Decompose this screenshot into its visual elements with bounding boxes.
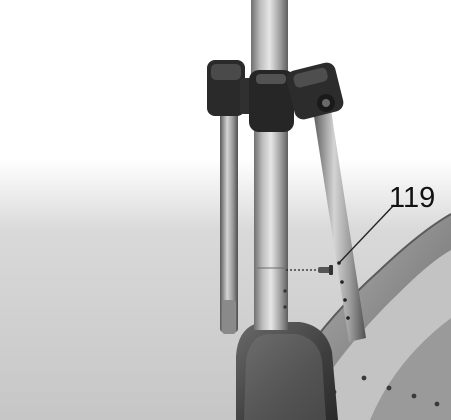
left-handle-rod [220, 100, 238, 334]
callout-leader-line [337, 204, 395, 265]
base-shroud [236, 322, 338, 420]
part-number-callout: 119 [389, 182, 436, 214]
frame-body [299, 213, 451, 420]
center-mast [251, 0, 288, 330]
clamp-assembly [207, 60, 344, 132]
screw-119 [318, 265, 333, 275]
